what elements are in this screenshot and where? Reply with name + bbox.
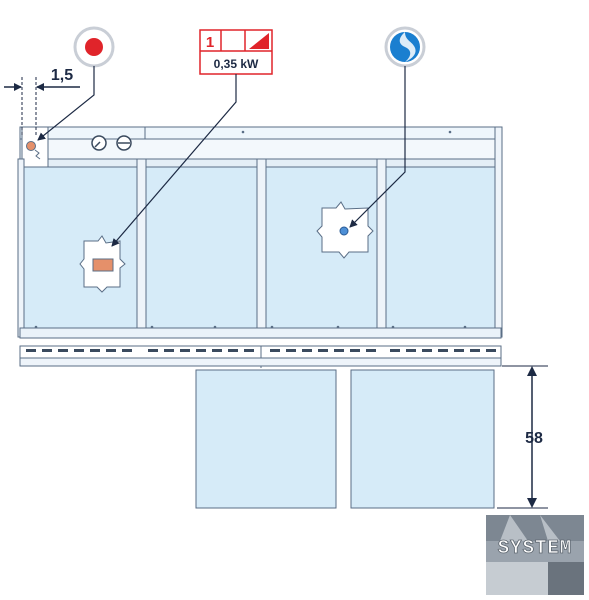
red-dot-icon xyxy=(73,26,115,68)
electric-leader-line xyxy=(37,66,95,141)
lower-doors xyxy=(195,369,495,509)
offset-dimension-label: 1,5 xyxy=(51,67,73,84)
system-logo: SYSTEM xyxy=(486,515,584,595)
control-knobs xyxy=(91,135,132,151)
logo-text: SYSTEM xyxy=(498,537,572,559)
power-phase-label: 1 xyxy=(206,34,214,51)
height-dimension-label: 58 xyxy=(525,430,543,447)
vent-strip xyxy=(19,345,502,368)
offset-dimension: 1,5 xyxy=(4,67,80,135)
power-leader-line xyxy=(111,74,237,247)
power-value-label: 0,35 kW xyxy=(214,57,259,71)
power-badge: 1 0,35 kW xyxy=(199,29,273,75)
water-cutout xyxy=(316,201,374,259)
heater-cutout xyxy=(79,235,126,293)
height-dimension: 58 xyxy=(497,365,548,509)
connection-box xyxy=(21,126,49,168)
water-drop-icon xyxy=(384,26,426,68)
counter-unit xyxy=(17,126,503,368)
water-leader-line xyxy=(349,66,406,228)
